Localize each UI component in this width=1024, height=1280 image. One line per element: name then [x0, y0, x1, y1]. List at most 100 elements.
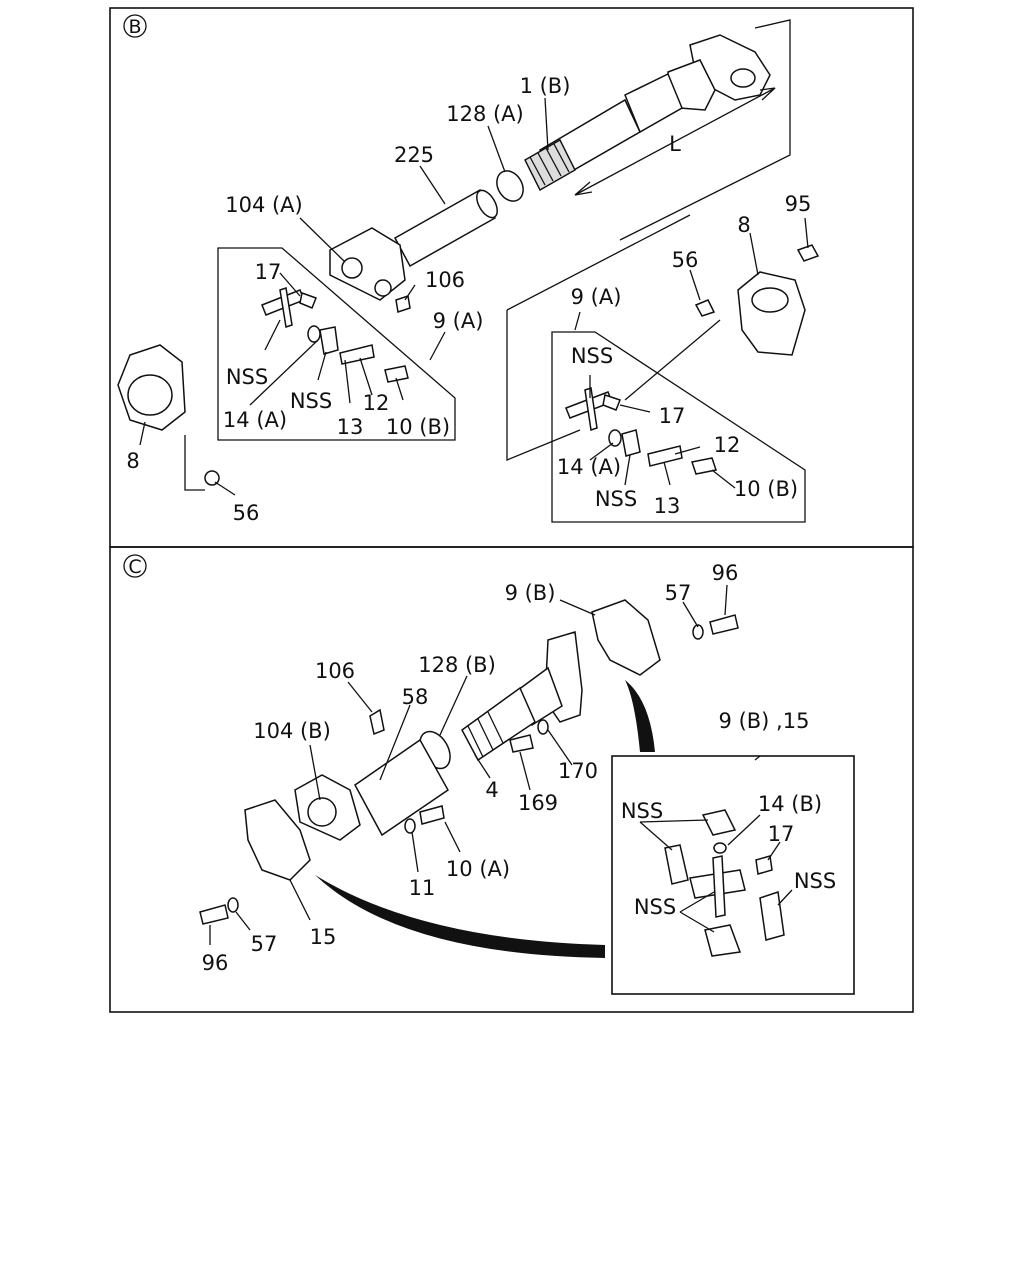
universal-joint-left — [261, 287, 409, 383]
label-13-right: 13 — [654, 494, 681, 518]
label-58: 58 — [402, 685, 429, 709]
bearing-cup-right — [621, 429, 641, 457]
grease-fitting-17-right — [602, 394, 621, 411]
label-detail-nss-1: NSS — [621, 799, 663, 823]
label-128b: 128 (B) — [418, 653, 496, 677]
label-4: 4 — [485, 778, 498, 802]
label-nss-right-1: NSS — [571, 344, 613, 368]
bolt-169 — [509, 734, 534, 753]
label-detail-14b: 14 (B) — [758, 792, 822, 816]
label-detail-title: 9 (B) ,15 — [719, 709, 810, 733]
label-10a: 10 (A) — [446, 857, 510, 881]
label-nss-left-1: NSS — [226, 365, 268, 389]
bolt-10b-left — [384, 365, 409, 383]
grease-fitting-17-left — [299, 292, 317, 309]
bearing-cup-bottom-detail — [704, 924, 742, 957]
label-128a: 128 (A) — [446, 102, 524, 126]
bearing-seal-14a-right — [608, 429, 622, 447]
section-b-frame — [109, 7, 914, 548]
label-17-right: 17 — [659, 404, 686, 428]
grease-fitting-17-detail — [755, 855, 773, 875]
detail-box-9b-15 — [611, 755, 855, 995]
section-b-badge: B — [128, 16, 141, 38]
nut-56-right — [694, 299, 716, 317]
washer-11 — [404, 818, 416, 834]
washer-57-bottom — [227, 897, 239, 913]
lock-plate-13-left — [339, 344, 375, 365]
leader-lines-c — [209, 584, 793, 945]
curved-arrow-bottom — [315, 875, 605, 958]
section-b-badge-circle — [123, 14, 147, 38]
label-detail-nss-3: NSS — [634, 895, 676, 919]
label-96-top: 96 — [712, 561, 739, 585]
label-13-left: 13 — [337, 415, 364, 439]
section-c-badge: C — [128, 556, 141, 578]
label-95: 95 — [785, 192, 812, 216]
label-56-right: 56 — [672, 248, 699, 272]
tube-58 — [354, 738, 449, 837]
propeller-shaft-assembly-b — [329, 19, 791, 313]
universal-joint-right — [565, 387, 717, 475]
bearing-seal-14a-left — [307, 325, 321, 343]
label-9b: 9 (B) — [505, 581, 556, 605]
label-104a: 104 (A) — [225, 193, 303, 217]
universal-joint-15 — [244, 799, 311, 881]
label-nss-left-2: NSS — [290, 389, 332, 413]
label-9a-left: 9 (A) — [433, 309, 484, 333]
dimension-l-line — [574, 87, 776, 196]
detail-box-9a-right — [551, 331, 806, 523]
bearing-cup-right-detail — [759, 891, 785, 941]
label-14a-left: 14 (A) — [223, 408, 287, 432]
bearing-cup-left — [319, 326, 339, 355]
dust-seal-128a — [496, 170, 524, 202]
detail-exploded-joint — [664, 809, 785, 957]
label-8-left: 8 — [126, 449, 139, 473]
section-c-badge-circle — [123, 554, 147, 578]
label-225: 225 — [394, 143, 434, 167]
nut-56-left — [204, 470, 220, 486]
label-11: 11 — [409, 876, 436, 900]
label-10b-right: 10 (B) — [734, 477, 798, 501]
bolt-10b-right — [691, 457, 717, 475]
label-14a-right: 14 (A) — [557, 455, 621, 479]
label-1b: 1 (B) — [520, 74, 571, 98]
bolt-10a — [419, 805, 445, 825]
label-9a-right: 9 (A) — [571, 285, 622, 309]
spline-shaft-4 — [461, 686, 536, 762]
section-b: B — [109, 7, 914, 548]
label-15: 15 — [310, 925, 337, 949]
grease-nipple-106 — [395, 295, 411, 313]
label-17-left: 17 — [255, 260, 282, 284]
bolt-96-bottom — [199, 904, 229, 925]
washer-57-top — [692, 624, 704, 640]
label-l-dimension: L — [669, 132, 681, 156]
detail-box-9a-left — [217, 247, 456, 441]
label-detail-nss-2: NSS — [794, 869, 836, 893]
lock-plate-13-right — [647, 445, 683, 467]
flange-yoke-8-right — [737, 271, 806, 356]
label-96-bottom: 96 — [202, 951, 229, 975]
bearing-cup-top — [701, 809, 737, 836]
label-57-bottom: 57 — [251, 932, 278, 956]
label-12-right: 12 — [714, 433, 741, 457]
label-170: 170 — [558, 759, 598, 783]
propeller-shaft-assembly-c — [199, 599, 739, 925]
leader-lines-b — [139, 97, 809, 496]
universal-joint-9b — [591, 599, 661, 676]
washer-170 — [537, 719, 549, 735]
label-8-right: 8 — [737, 213, 750, 237]
label-12-left: 12 — [363, 391, 390, 415]
curved-arrow-top — [625, 680, 655, 752]
label-104b: 104 (B) — [253, 719, 331, 743]
label-106-b: 106 — [425, 268, 465, 292]
section-c: C — [109, 546, 914, 1013]
bearing-cup-left-detail — [664, 844, 689, 885]
label-57-top: 57 — [665, 581, 692, 605]
label-10b-left: 10 (B) — [386, 415, 450, 439]
grease-nipple-106-c — [369, 708, 385, 736]
label-169: 169 — [518, 791, 558, 815]
seal-14b — [713, 842, 727, 854]
label-nss-right-2: NSS — [595, 487, 637, 511]
yoke-hole — [730, 68, 756, 88]
